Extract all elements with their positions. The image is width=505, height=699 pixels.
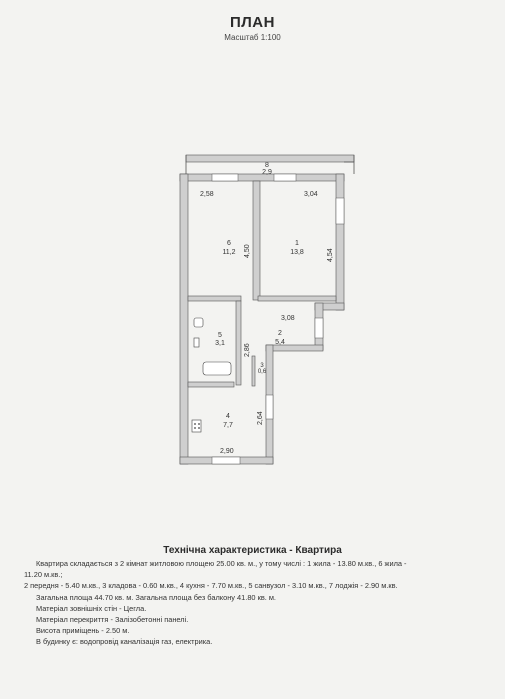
room-3-area: 0,6 bbox=[258, 369, 267, 375]
room-6-area: 11,2 bbox=[222, 249, 235, 256]
wall-right-upper bbox=[335, 173, 345, 311]
dim-2-90: 2,90 bbox=[220, 448, 234, 455]
window bbox=[314, 317, 324, 339]
window bbox=[211, 456, 241, 465]
wall-pantry bbox=[251, 355, 256, 387]
dim-2-64: 2,64 bbox=[257, 411, 264, 425]
plan-title: ПЛАН bbox=[230, 14, 275, 31]
room-6-number: 6 bbox=[227, 240, 231, 247]
wall-bath-bottom bbox=[187, 381, 235, 388]
dim-4-54: 4,54 bbox=[327, 248, 334, 262]
spec-line: Висота приміщень - 2.50 м. bbox=[36, 626, 130, 636]
wall-bath-right bbox=[235, 300, 242, 386]
wall-left bbox=[179, 173, 189, 465]
room-1-number: 1 bbox=[295, 240, 299, 247]
room-1-area: 13,8 bbox=[290, 249, 304, 256]
bathtub-icon bbox=[202, 361, 232, 376]
room-3-number: 3 bbox=[260, 363, 264, 369]
spec-line: Квартира складається з 2 кімнат житловою… bbox=[36, 559, 407, 568]
spec-line: Матеріал зовнішніх стін - Цегла. bbox=[36, 603, 147, 613]
spec-line: Матеріал перекриття - Залізобетонні пане… bbox=[36, 615, 189, 625]
room-5-area: 3,1 bbox=[215, 340, 225, 347]
room-4-area: 7,7 bbox=[223, 422, 233, 429]
window bbox=[211, 173, 239, 182]
window bbox=[273, 173, 297, 182]
specs-heading: Технічна характеристика - Квартира bbox=[163, 545, 342, 556]
wall-room1-bottom bbox=[257, 295, 337, 302]
toilet-icon bbox=[193, 337, 200, 348]
dim-4-50: 4,50 bbox=[244, 244, 251, 258]
window bbox=[265, 394, 274, 420]
room-4-number: 4 bbox=[226, 413, 230, 420]
wall-room6-bottom bbox=[187, 295, 242, 302]
room-8-number: 8 bbox=[265, 162, 269, 169]
spec-line: 2 передня - 5.40 м.кв., 3 кладова - 0.60… bbox=[24, 581, 398, 591]
room-2-area: 5,4 bbox=[275, 339, 285, 346]
dim-3-04: 3,04 bbox=[304, 191, 318, 198]
stove-icon bbox=[191, 419, 202, 433]
dim-2-86: 2,86 bbox=[244, 343, 251, 357]
window bbox=[335, 197, 345, 225]
spec-line: В будинку є: водопровід каналізація газ,… bbox=[36, 637, 213, 647]
room-8-area: 2,9 bbox=[262, 169, 272, 176]
dim-2-58: 2,58 bbox=[200, 191, 214, 198]
spec-line: 11.20 м.кв.; bbox=[24, 570, 63, 580]
balcony-wall bbox=[185, 154, 355, 163]
sink-icon bbox=[193, 317, 204, 328]
specs-text: Квартира складається з 2 кімнат житловою… bbox=[24, 558, 484, 648]
wall-between-rooms bbox=[252, 180, 261, 301]
room-5-number: 5 bbox=[218, 332, 222, 339]
plan-scale: Масштаб 1:100 bbox=[224, 33, 281, 42]
spec-line: Загальна площа 44.70 кв. м. Загальна пло… bbox=[36, 592, 276, 602]
room-2-number: 2 bbox=[278, 330, 282, 337]
dim-3-08: 3,08 bbox=[281, 315, 295, 322]
